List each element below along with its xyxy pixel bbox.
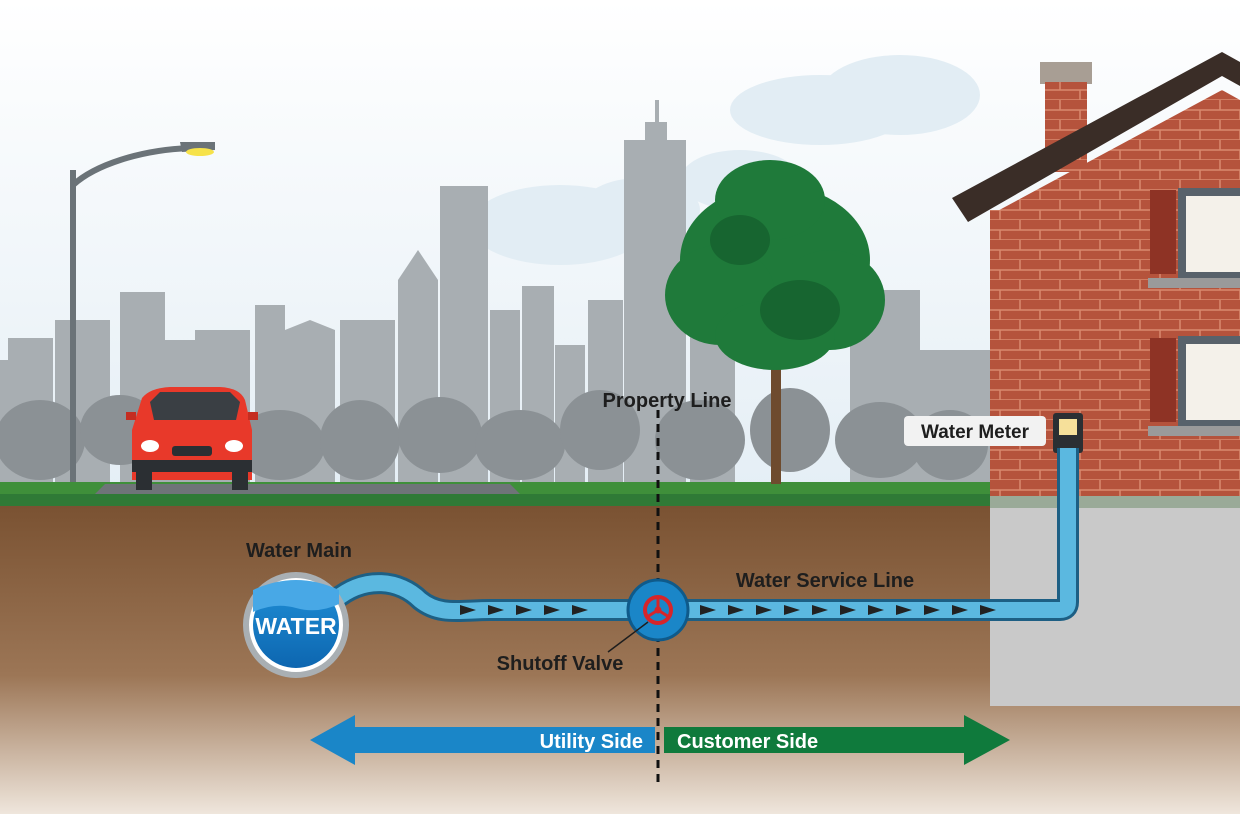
flow-arrowhead bbox=[980, 605, 996, 615]
water-main bbox=[243, 572, 349, 678]
service-line-label: Water Service Line bbox=[736, 570, 914, 592]
water-meter bbox=[1053, 413, 1083, 453]
ground-edge bbox=[0, 494, 1240, 508]
flow-arrowhead bbox=[700, 605, 716, 615]
flow-arrowhead bbox=[516, 605, 532, 615]
flow-arrowhead bbox=[840, 605, 856, 615]
property-line-label: Property Line bbox=[603, 390, 732, 412]
flow-arrowhead bbox=[952, 605, 968, 615]
water-meter-label: Water Meter bbox=[921, 422, 1030, 443]
customer-side-label: Customer Side bbox=[677, 731, 818, 753]
flow-arrowhead bbox=[544, 605, 560, 615]
flow-arrowhead bbox=[460, 605, 476, 615]
flow-arrowhead bbox=[572, 605, 588, 615]
flow-arrowhead bbox=[868, 605, 884, 615]
water-meter-label-bg bbox=[904, 416, 1046, 446]
customer-side-arrow bbox=[664, 715, 1010, 765]
shutoff-valve-label: Shutoff Valve bbox=[497, 653, 624, 675]
water-badge-label: WATER bbox=[255, 613, 337, 639]
water-service-pipe bbox=[327, 448, 1079, 623]
flow-arrowhead bbox=[812, 605, 828, 615]
flow-arrowhead bbox=[924, 605, 940, 615]
street-lamp bbox=[70, 142, 215, 482]
house bbox=[952, 52, 1240, 496]
utility-side-label: Utility Side bbox=[540, 731, 643, 753]
utility-side-arrow bbox=[310, 715, 655, 765]
flow-arrowhead bbox=[728, 605, 744, 615]
car bbox=[126, 387, 258, 490]
flow-arrowhead bbox=[488, 605, 504, 615]
flow-arrowhead bbox=[756, 605, 772, 615]
tree bbox=[665, 160, 885, 484]
flow-arrowhead bbox=[896, 605, 912, 615]
water-main-label: Water Main bbox=[246, 540, 352, 562]
shutoff-valve-pointer bbox=[607, 621, 649, 653]
flow-arrowhead bbox=[784, 605, 800, 615]
flow-arrows bbox=[460, 605, 996, 615]
